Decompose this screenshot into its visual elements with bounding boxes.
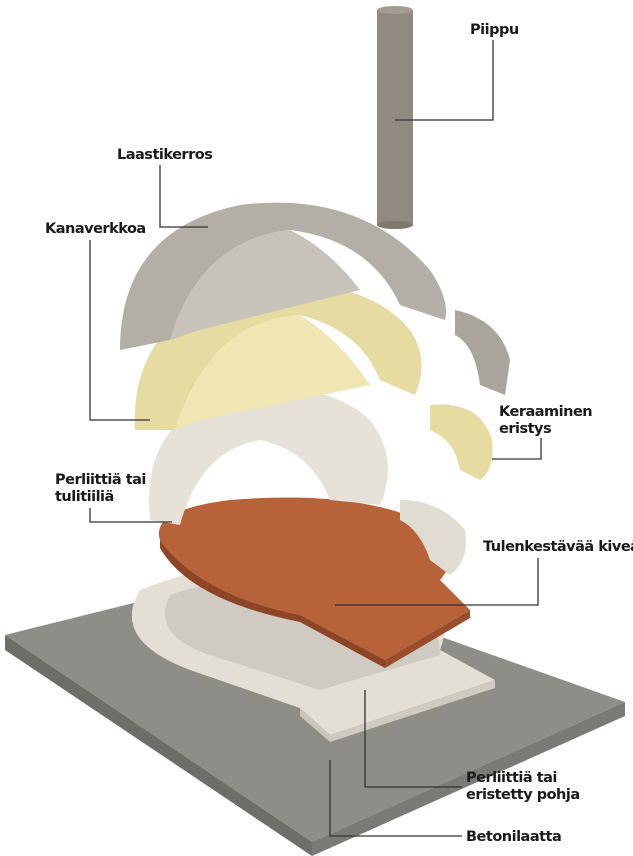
label-line: eristys [499,421,552,437]
leader-slab [329,760,462,837]
perlite-dome [149,388,466,575]
label-line: tulitiiliä [55,489,114,505]
leader-ceramic [492,438,542,460]
leader-stone [335,558,539,606]
leader-mortar [159,165,208,228]
label-line: eristetty pohja [466,787,580,803]
leader-chicken-wire [89,240,150,421]
label-line: Perliittiä tai [466,770,557,786]
label-line: Perliittiä tai [55,472,146,488]
leader-lines [89,40,542,837]
label-perlite-or-firebrick: Perliittiä tai tulitiiliä [55,472,146,506]
label-insulated-base: Perliittiä tai eristetty pohja [466,770,580,804]
leader-base [364,690,462,788]
leader-perlite-dome [89,508,172,523]
label-chimney: Piippu [470,22,519,38]
chimney [377,6,413,229]
label-concrete-slab: Betonilaatta [466,829,562,845]
refractory-stone-floor [158,497,470,668]
label-chicken-wire: Kanaverkkoa [45,221,146,237]
mortar-layer [120,202,510,395]
label-line: Keraaminen [499,404,593,420]
label-mortar-layer: Laastikerros [117,147,213,163]
leader-chimney [395,40,494,121]
label-refractory-stone: Tulenkestävää kiveä [483,539,633,555]
label-ceramic-insulation: Keraaminen eristys [499,404,593,438]
